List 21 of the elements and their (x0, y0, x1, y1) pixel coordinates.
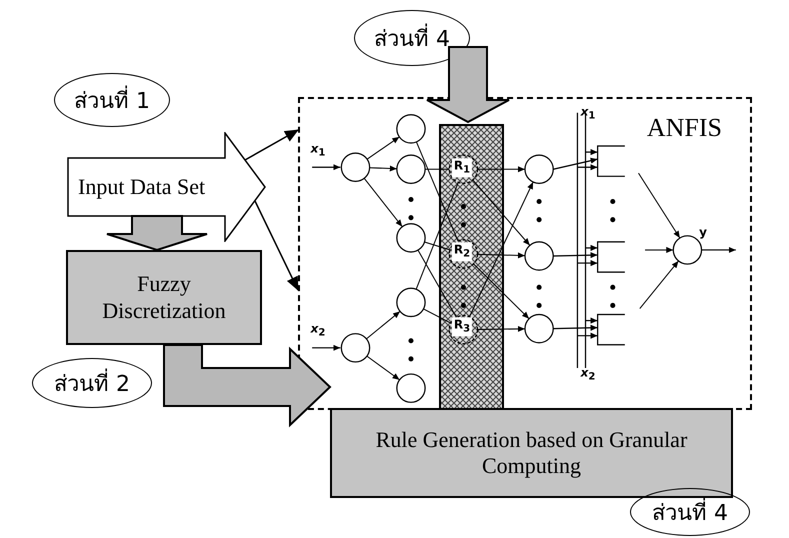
ellipse-label: ส่วนที่ 2 (32, 358, 152, 408)
rule-label: R$_{2}$ (452, 242, 472, 262)
hatched-column (439, 124, 504, 410)
block-arrow (426, 46, 510, 124)
arrow-label: Input Data Set (78, 173, 206, 201)
block-arrow (106, 215, 208, 252)
process-box: Rule Generation based on Granular Computing (330, 408, 733, 498)
signal-label: x$_{2}$ (310, 321, 326, 339)
rule-label: R$_{3}$ (452, 317, 472, 337)
signal-label: y (699, 225, 707, 239)
frame-title: ANFIS (646, 113, 722, 143)
rule-label: R$_{1}$ (452, 158, 472, 178)
ellipse-label: ส่วนที่ 1 (54, 73, 170, 127)
ellipse-label: ส่วนที่ 4 (630, 488, 750, 536)
arrow (254, 200, 299, 291)
arrow (244, 129, 299, 161)
process-box: Fuzzy Discretization (66, 250, 262, 345)
signal-label: x$_{2}$ (580, 365, 596, 383)
pointed-box (66, 132, 266, 242)
signal-label: x$_{1}$ (310, 141, 326, 159)
block-arrow (163, 344, 332, 428)
